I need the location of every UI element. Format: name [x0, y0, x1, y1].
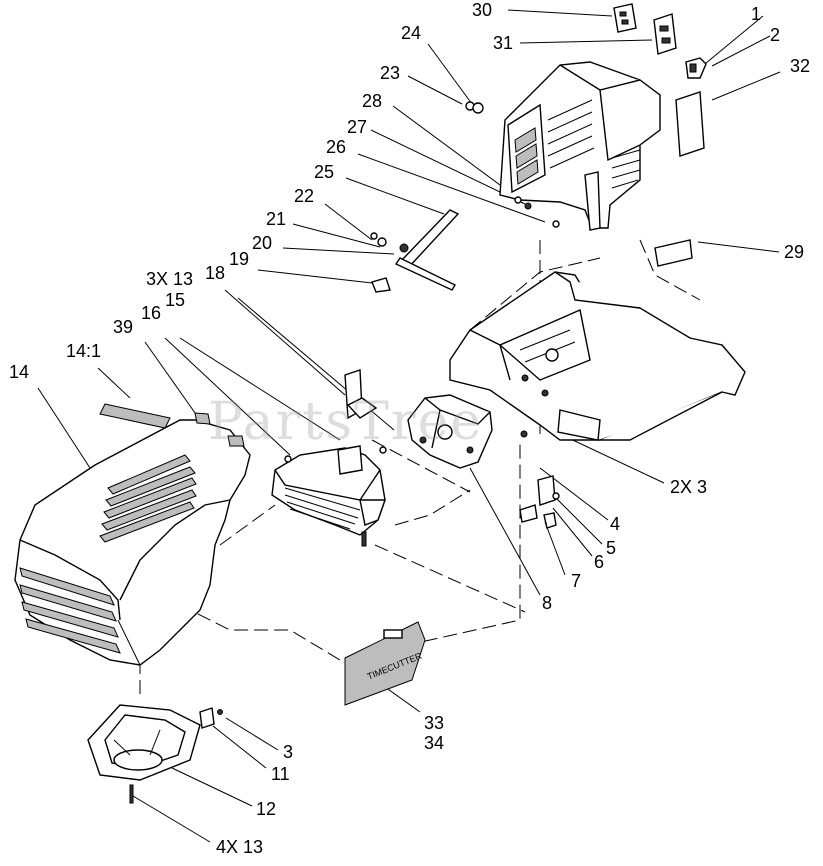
- callout-3x13: 3X 13: [146, 269, 194, 289]
- callout-33: 33: [424, 713, 445, 733]
- hood: [14, 403, 251, 666]
- callout-15: 15: [165, 290, 186, 310]
- callout-1: 1: [751, 4, 762, 24]
- callout-16: 16: [141, 303, 162, 323]
- floor-pan: [449, 271, 746, 441]
- leader-lines: [37, 9, 781, 843]
- callout-3: 3: [283, 742, 294, 762]
- callout-28: 28: [362, 91, 383, 111]
- callout-24: 24: [401, 23, 422, 43]
- callout-12: 12: [256, 799, 277, 819]
- console-decal: TIMECUTTER: [344, 621, 426, 706]
- decal-29: [654, 239, 693, 267]
- dash-panel: [271, 445, 387, 547]
- callout-5: 5: [606, 538, 617, 558]
- seat-support-shroud: [499, 61, 661, 231]
- cup-holder: [87, 704, 223, 804]
- callout-30: 30: [472, 0, 493, 20]
- callout-7: 7: [571, 571, 582, 591]
- callout-39: 39: [113, 317, 134, 337]
- callout-20: 20: [252, 233, 273, 253]
- callout-29: 29: [784, 242, 805, 262]
- callout-4x13: 4X 13: [216, 837, 264, 857]
- callout-6: 6: [594, 552, 605, 572]
- decal-32: [675, 91, 705, 157]
- callout-18: 18: [205, 263, 226, 283]
- callout-23: 23: [380, 63, 401, 83]
- steering-support-bracket: [344, 369, 493, 469]
- decal-31: [653, 13, 677, 55]
- callout-21: 21: [266, 209, 287, 229]
- callout-8: 8: [542, 593, 553, 613]
- callout-19: 19: [229, 249, 250, 269]
- callout-11: 11: [271, 764, 290, 784]
- callout-25: 25: [314, 162, 335, 182]
- lever-assembly: [370, 101, 560, 293]
- decal-30: [613, 3, 637, 33]
- callout-4: 4: [610, 514, 621, 534]
- callout-32: 32: [790, 56, 811, 76]
- callout-22: 22: [294, 186, 315, 206]
- callout-27: 27: [347, 117, 368, 137]
- callout-34: 34: [424, 733, 445, 753]
- callout-14: 14: [9, 362, 30, 382]
- callout-31: 31: [493, 33, 514, 53]
- seat-switch: [685, 57, 707, 79]
- callout-2x3: 2X 3: [670, 477, 708, 497]
- small-hardware: [519, 430, 560, 529]
- watermark: PartsTree: [208, 392, 484, 452]
- callout-26: 26: [326, 137, 347, 157]
- callout-2: 2: [770, 25, 781, 45]
- callout-14-1: 14:1: [66, 341, 102, 361]
